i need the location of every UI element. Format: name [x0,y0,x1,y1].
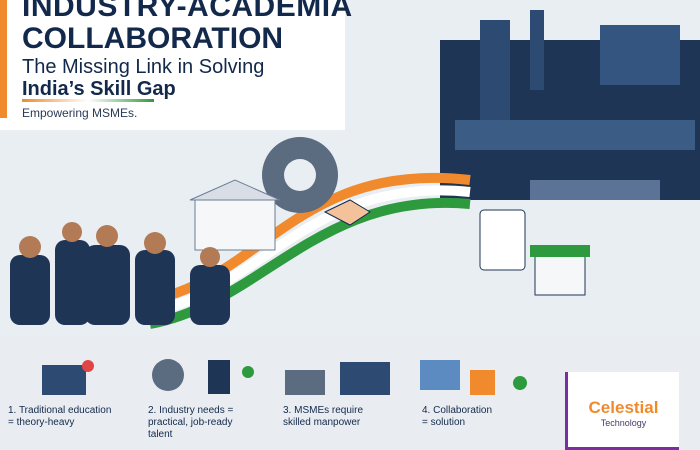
msme-storefront [479,209,590,296]
celestial-logo: Celestial Technology [565,372,679,450]
logo-sub: Technology [600,418,647,428]
tricolor-divider [22,99,154,102]
logo-name: Celestial [588,398,659,417]
step-icons [42,359,527,395]
step-3-label: 3. MSMEs require skilled manpower [283,405,364,428]
industry-scene [440,10,700,200]
university-building [189,179,281,251]
subtitle-line-2: India’s Skill Gap [22,78,176,100]
subtitle-line-1: The Missing Link in Solving [22,56,265,78]
step-1-label: 1. Traditional education = theory-heavy [8,405,112,428]
title-panel: INDUSTRY-ACADEMIA COLLABORATION The Miss… [0,0,352,130]
title-line-1: INDUSTRY-ACADEMIA [22,0,353,23]
step-2-label: 2. Industry needs = practical, job-ready… [148,405,234,440]
step-4-label: 4. Collaboration = solution [422,405,493,428]
gear-icon [262,137,338,213]
tagline: Empowering MSMEs. [22,106,138,120]
handshake-icon [323,199,371,226]
graduates [10,222,230,325]
accent-bar [0,0,7,118]
title-line-2: COLLABORATION [22,22,284,55]
